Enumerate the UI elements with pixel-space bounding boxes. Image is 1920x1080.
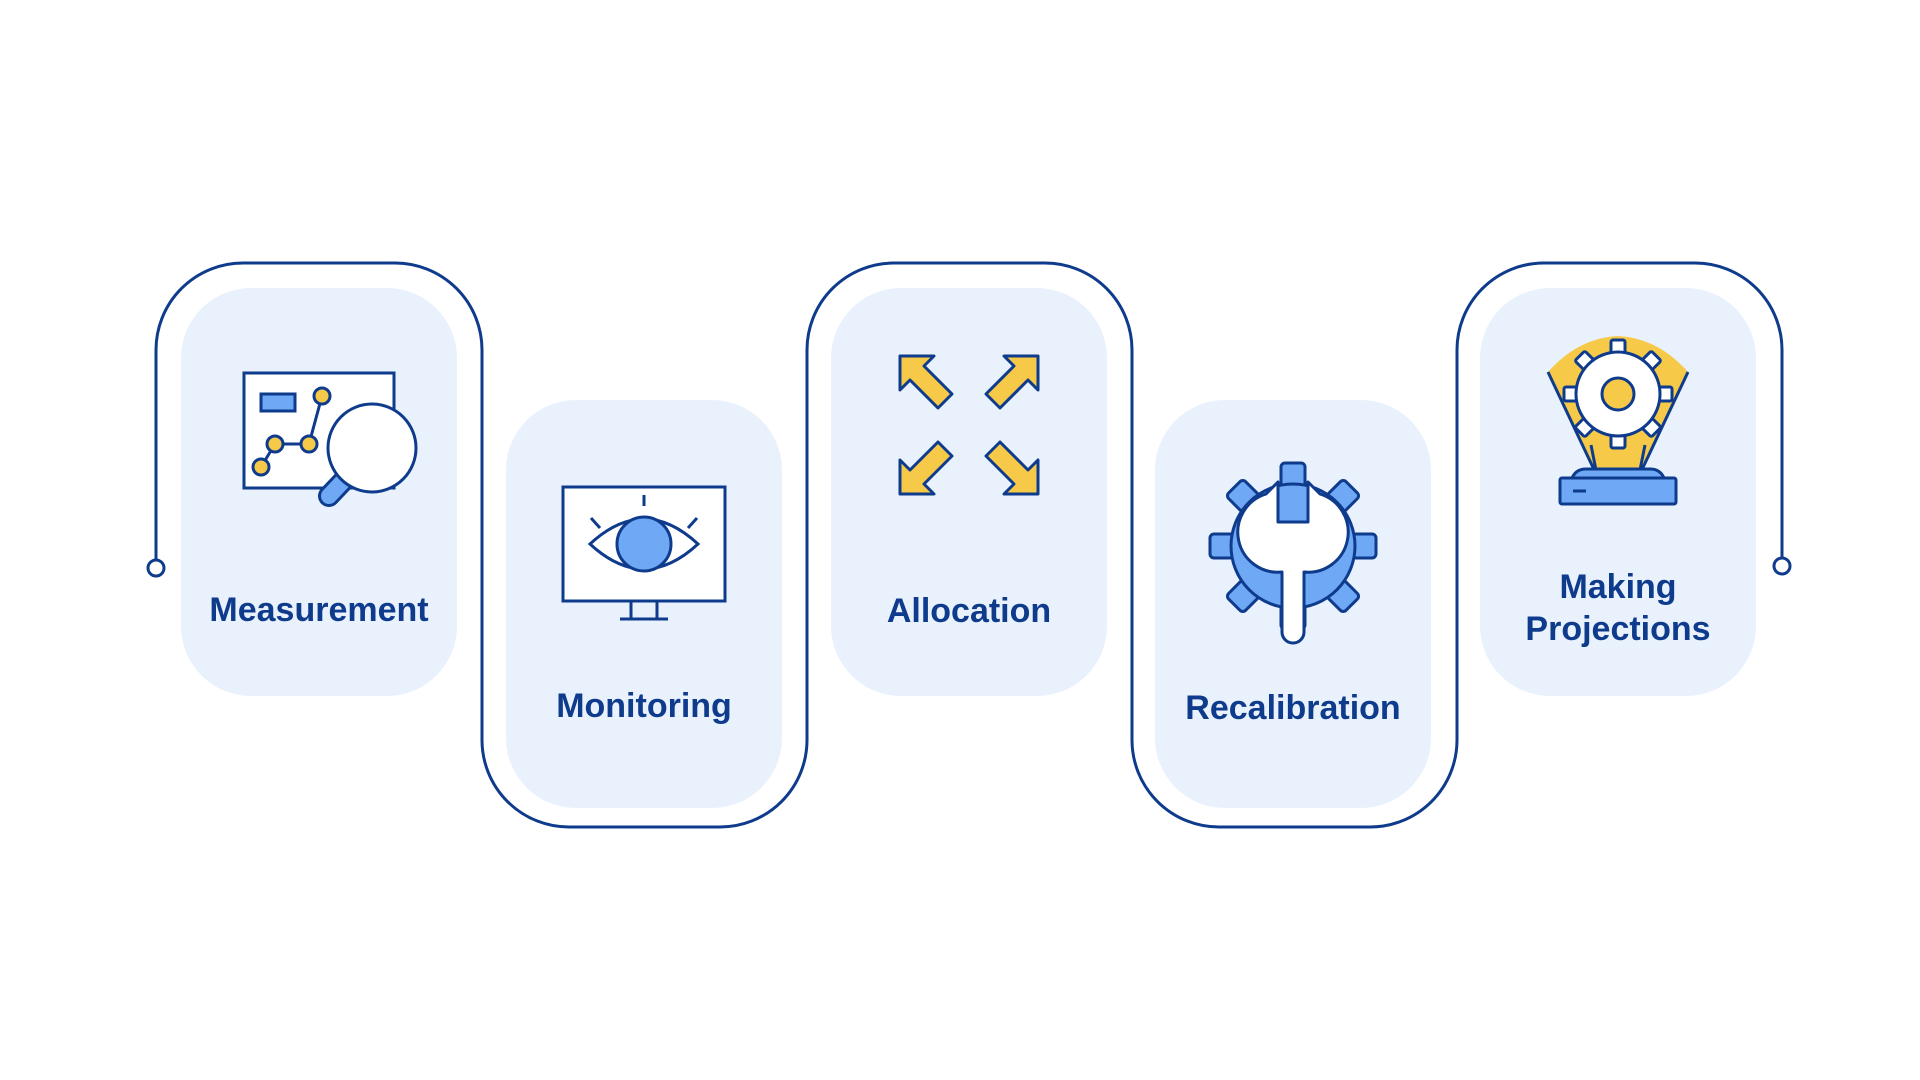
step-label-allocation: Allocation <box>886 592 1052 630</box>
step-label-measurement: Measurement <box>209 591 429 629</box>
step-label-recalibration: Recalibration <box>1185 689 1401 727</box>
expand-arrows-icon <box>898 354 1040 496</box>
monitor-eye-icon <box>561 485 727 621</box>
hologram-gear-icon <box>1546 336 1690 506</box>
step-card-recalibration: Recalibration <box>1155 400 1431 808</box>
start-node <box>146 558 166 578</box>
chart-magnifier-icon <box>242 371 418 507</box>
step-card-measurement: Measurement <box>181 288 457 696</box>
step-label-making-projections: Making Projections <box>1525 568 1711 648</box>
end-node <box>1772 556 1792 576</box>
step-card-allocation: Allocation <box>831 288 1107 696</box>
step-label-monitoring: Monitoring <box>556 687 732 725</box>
step-card-monitoring: Monitoring <box>506 400 782 808</box>
gear-wrench-icon <box>1208 461 1378 645</box>
step-card-making-projections: Making Projections <box>1480 288 1756 696</box>
